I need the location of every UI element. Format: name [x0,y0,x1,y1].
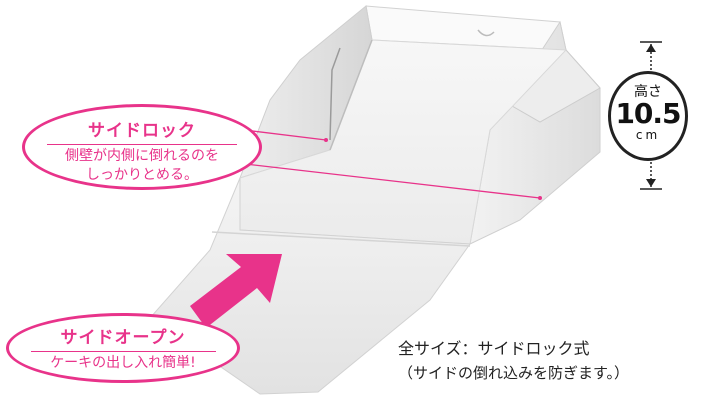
caption-line1: 全サイズ：サイドロック式 [398,339,590,358]
side-lock-callout: サイドロック 側壁が内側に倒れるのを しっかりとめる。 [22,104,262,190]
side-open-arrow-icon [190,254,282,328]
caption-line2: （サイドの倒れ込みを防ぎます。） [398,364,630,382]
left-lock-slit [329,47,341,141]
side-lock-desc-line2: しっかりとめる。 [86,167,198,183]
height-dimension-marker [640,41,662,190]
side-lock-desc-line1: 側壁が内側に倒れるのを [65,148,219,164]
height-label: 高さ [634,84,662,100]
side-open-desc: ケーキの出し入れ簡単! [50,355,196,371]
side-open-title: サイドオープン [60,328,186,348]
side-open-callout: サイドオープン ケーキの出し入れ簡単! [6,313,240,383]
side-open-divider [30,351,216,352]
side-lock-title: サイドロック [88,121,196,141]
lock-type-caption: 全サイズ：サイドロック式 （サイドの倒れ込みを防ぎます。） [398,337,708,385]
height-value: 10.5 [615,97,681,130]
flap-crease [211,231,471,247]
side-lock-divider [47,144,237,145]
box-back-notch [477,29,495,37]
height-badge: 高さ 10.5 cm [608,71,688,161]
wall-crease [329,39,373,151]
height-unit: cm [635,128,661,142]
